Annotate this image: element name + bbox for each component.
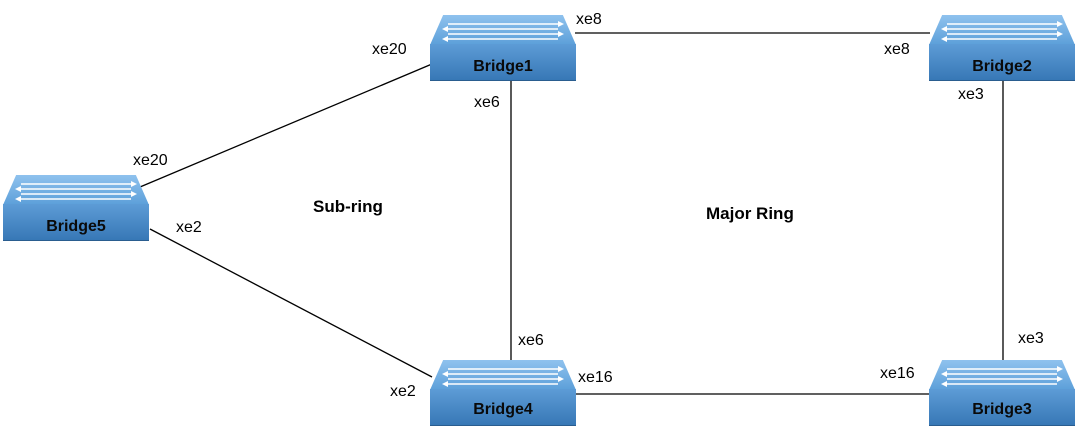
bridge-4-name: Bridge4 xyxy=(473,401,533,418)
port-label-bridge4-xe2: xe2 xyxy=(390,383,416,400)
bridge-5: Bridge5 xyxy=(3,175,149,241)
bridge-5-name: Bridge5 xyxy=(46,218,106,235)
bridge-2-name: Bridge2 xyxy=(972,58,1032,75)
port-label-bridge1-xe20: xe20 xyxy=(372,41,407,58)
link-bridge5-bridge1 xyxy=(139,63,433,188)
bridge-3-name: Bridge3 xyxy=(972,401,1032,418)
bridge-top-face xyxy=(929,360,1075,390)
bridge-top-face xyxy=(430,15,576,45)
sub-ring-label: Sub-ring xyxy=(313,197,383,216)
port-label-bridge1-xe8: xe8 xyxy=(576,11,602,28)
bridge-front-face xyxy=(929,44,1075,81)
port-label-bridge5-xe20: xe20 xyxy=(133,152,168,169)
switch-arrows-icon xyxy=(941,21,1063,42)
port-label-bridge3-xe3: xe3 xyxy=(1018,330,1044,347)
port-label-bridge3-xe16: xe16 xyxy=(880,365,915,382)
bridge-front-face xyxy=(430,44,576,81)
bridge-front-face xyxy=(3,204,149,241)
bridge-1: Bridge1 xyxy=(430,15,576,81)
port-label-bridge1-xe6: xe6 xyxy=(474,94,500,111)
link-bridge5-bridge4 xyxy=(149,228,433,378)
port-label-bridge4-xe6: xe6 xyxy=(518,332,544,349)
major-ring-label: Major Ring xyxy=(706,204,794,223)
bridge-3: Bridge3 xyxy=(929,360,1075,426)
bridge-4: Bridge4 xyxy=(430,360,576,426)
bridge-top-face xyxy=(430,360,576,390)
port-label-bridge2-xe8: xe8 xyxy=(884,41,910,58)
port-label-bridge5-xe2: xe2 xyxy=(176,219,202,236)
bridge-front-face xyxy=(430,389,576,426)
switch-arrows-icon xyxy=(15,181,137,202)
bridge-2: Bridge2 xyxy=(929,15,1075,81)
switch-arrows-icon xyxy=(442,21,564,42)
bridge-top-face xyxy=(929,15,1075,45)
switch-arrows-icon xyxy=(442,366,564,387)
bridge-top-face xyxy=(3,175,149,205)
bridge-front-face xyxy=(929,389,1075,426)
port-label-bridge4-xe16: xe16 xyxy=(578,369,613,386)
switch-arrows-icon xyxy=(941,366,1063,387)
port-label-bridge2-xe3: xe3 xyxy=(958,86,984,103)
bridge-1-name: Bridge1 xyxy=(473,58,533,75)
